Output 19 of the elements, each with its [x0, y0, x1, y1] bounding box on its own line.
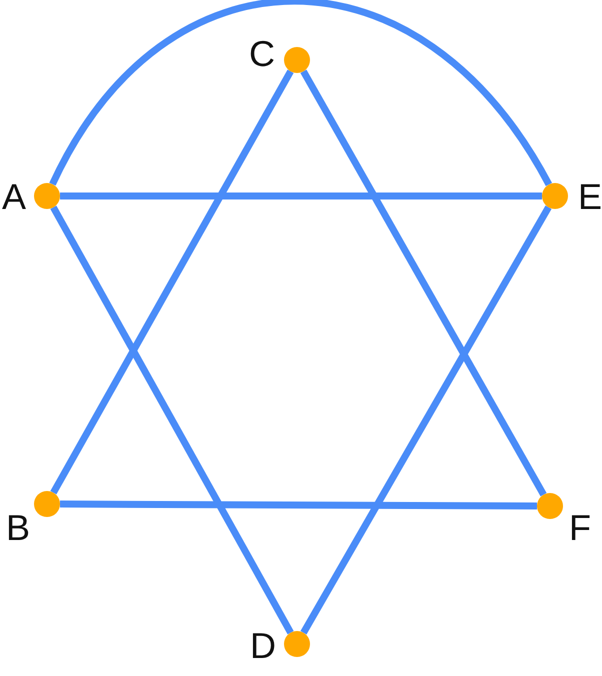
- edge-line: [60, 192, 542, 200]
- vertex-dot: [34, 491, 60, 517]
- vertex-label: F: [569, 510, 591, 546]
- vertex-label: A: [2, 179, 26, 215]
- vertex-dot: [542, 183, 568, 209]
- edge-line: [60, 500, 538, 510]
- curved-edge: [49, 0, 552, 186]
- vertex-label: D: [250, 628, 276, 664]
- edge-line: [50, 70, 294, 494]
- edge-line: [300, 206, 552, 634]
- vertex-dot: [34, 183, 60, 209]
- vertex-dot: [284, 47, 310, 73]
- vertex-label: E: [578, 179, 602, 215]
- edge-line: [300, 70, 547, 496]
- edge-line: [50, 206, 294, 634]
- vertex-dot: [537, 493, 563, 519]
- vertex-label: B: [6, 510, 30, 546]
- vertex-label: C: [249, 36, 275, 72]
- vertex-dot: [284, 631, 310, 657]
